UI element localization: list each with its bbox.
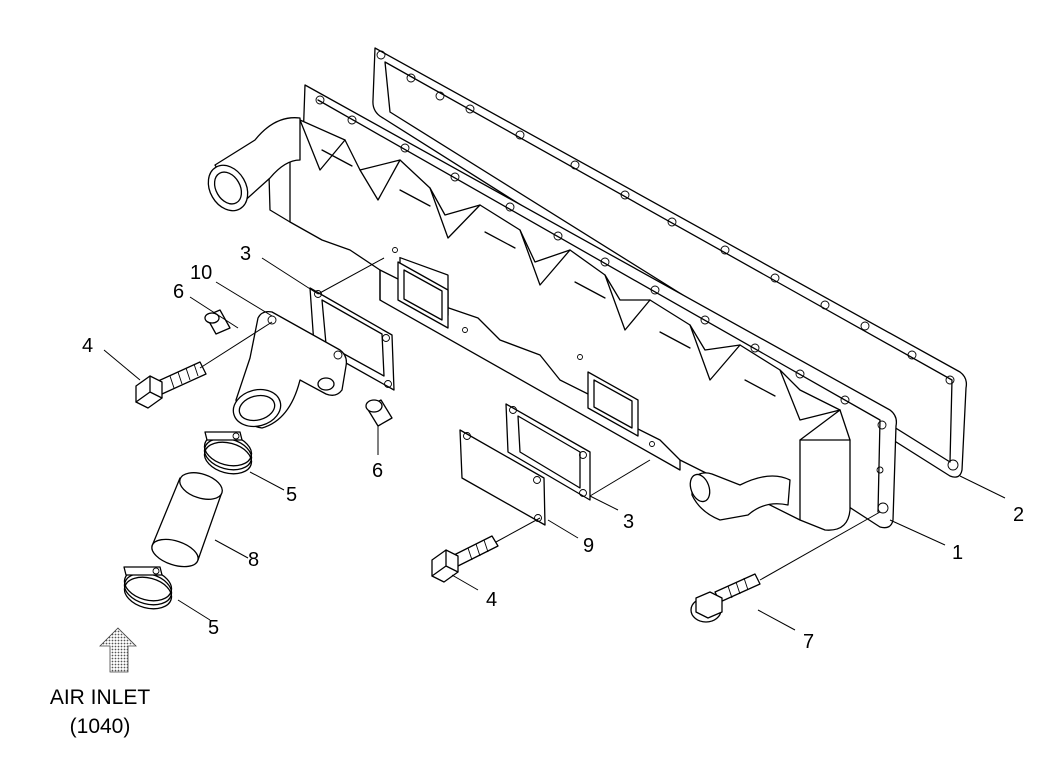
callout-3-lower: 3 (623, 511, 634, 533)
cover-plate (459, 429, 546, 526)
hose-clamp-lower (123, 566, 173, 610)
air-inlet-ref: (1040) (70, 715, 131, 738)
plug-lower (365, 399, 393, 427)
flange-bolt (690, 573, 761, 623)
plug-upper (204, 309, 231, 335)
callout-6-lower: 6 (372, 460, 383, 482)
callout-8: 8 (248, 549, 259, 571)
callout-5-upper: 5 (286, 484, 297, 506)
air-inlet-arrow-icon (99, 627, 137, 673)
callout-6-upper: 6 (173, 281, 184, 303)
callout-5-lower: 5 (208, 617, 219, 639)
intake-manifold (207, 84, 898, 531)
hose-clamp-upper (203, 431, 253, 475)
callout-4-left: 4 (82, 335, 93, 357)
callout-1: 1 (952, 542, 963, 564)
callout-3-upper: 3 (240, 243, 251, 265)
callout-9: 9 (583, 535, 594, 557)
bolt-center (431, 535, 499, 583)
callout-2: 2 (1013, 504, 1024, 526)
leader-lines (103, 257, 1006, 631)
callout-4-center: 4 (486, 589, 497, 611)
flange-gasket-upper (309, 287, 395, 391)
inlet-elbow (232, 310, 348, 429)
rubber-hose (151, 472, 223, 568)
air-inlet-label: AIR INLET (50, 686, 151, 709)
bolt-left (135, 361, 207, 409)
flange-gasket-lower (505, 403, 591, 501)
callout-7: 7 (803, 631, 814, 653)
callout-10: 10 (190, 262, 212, 284)
